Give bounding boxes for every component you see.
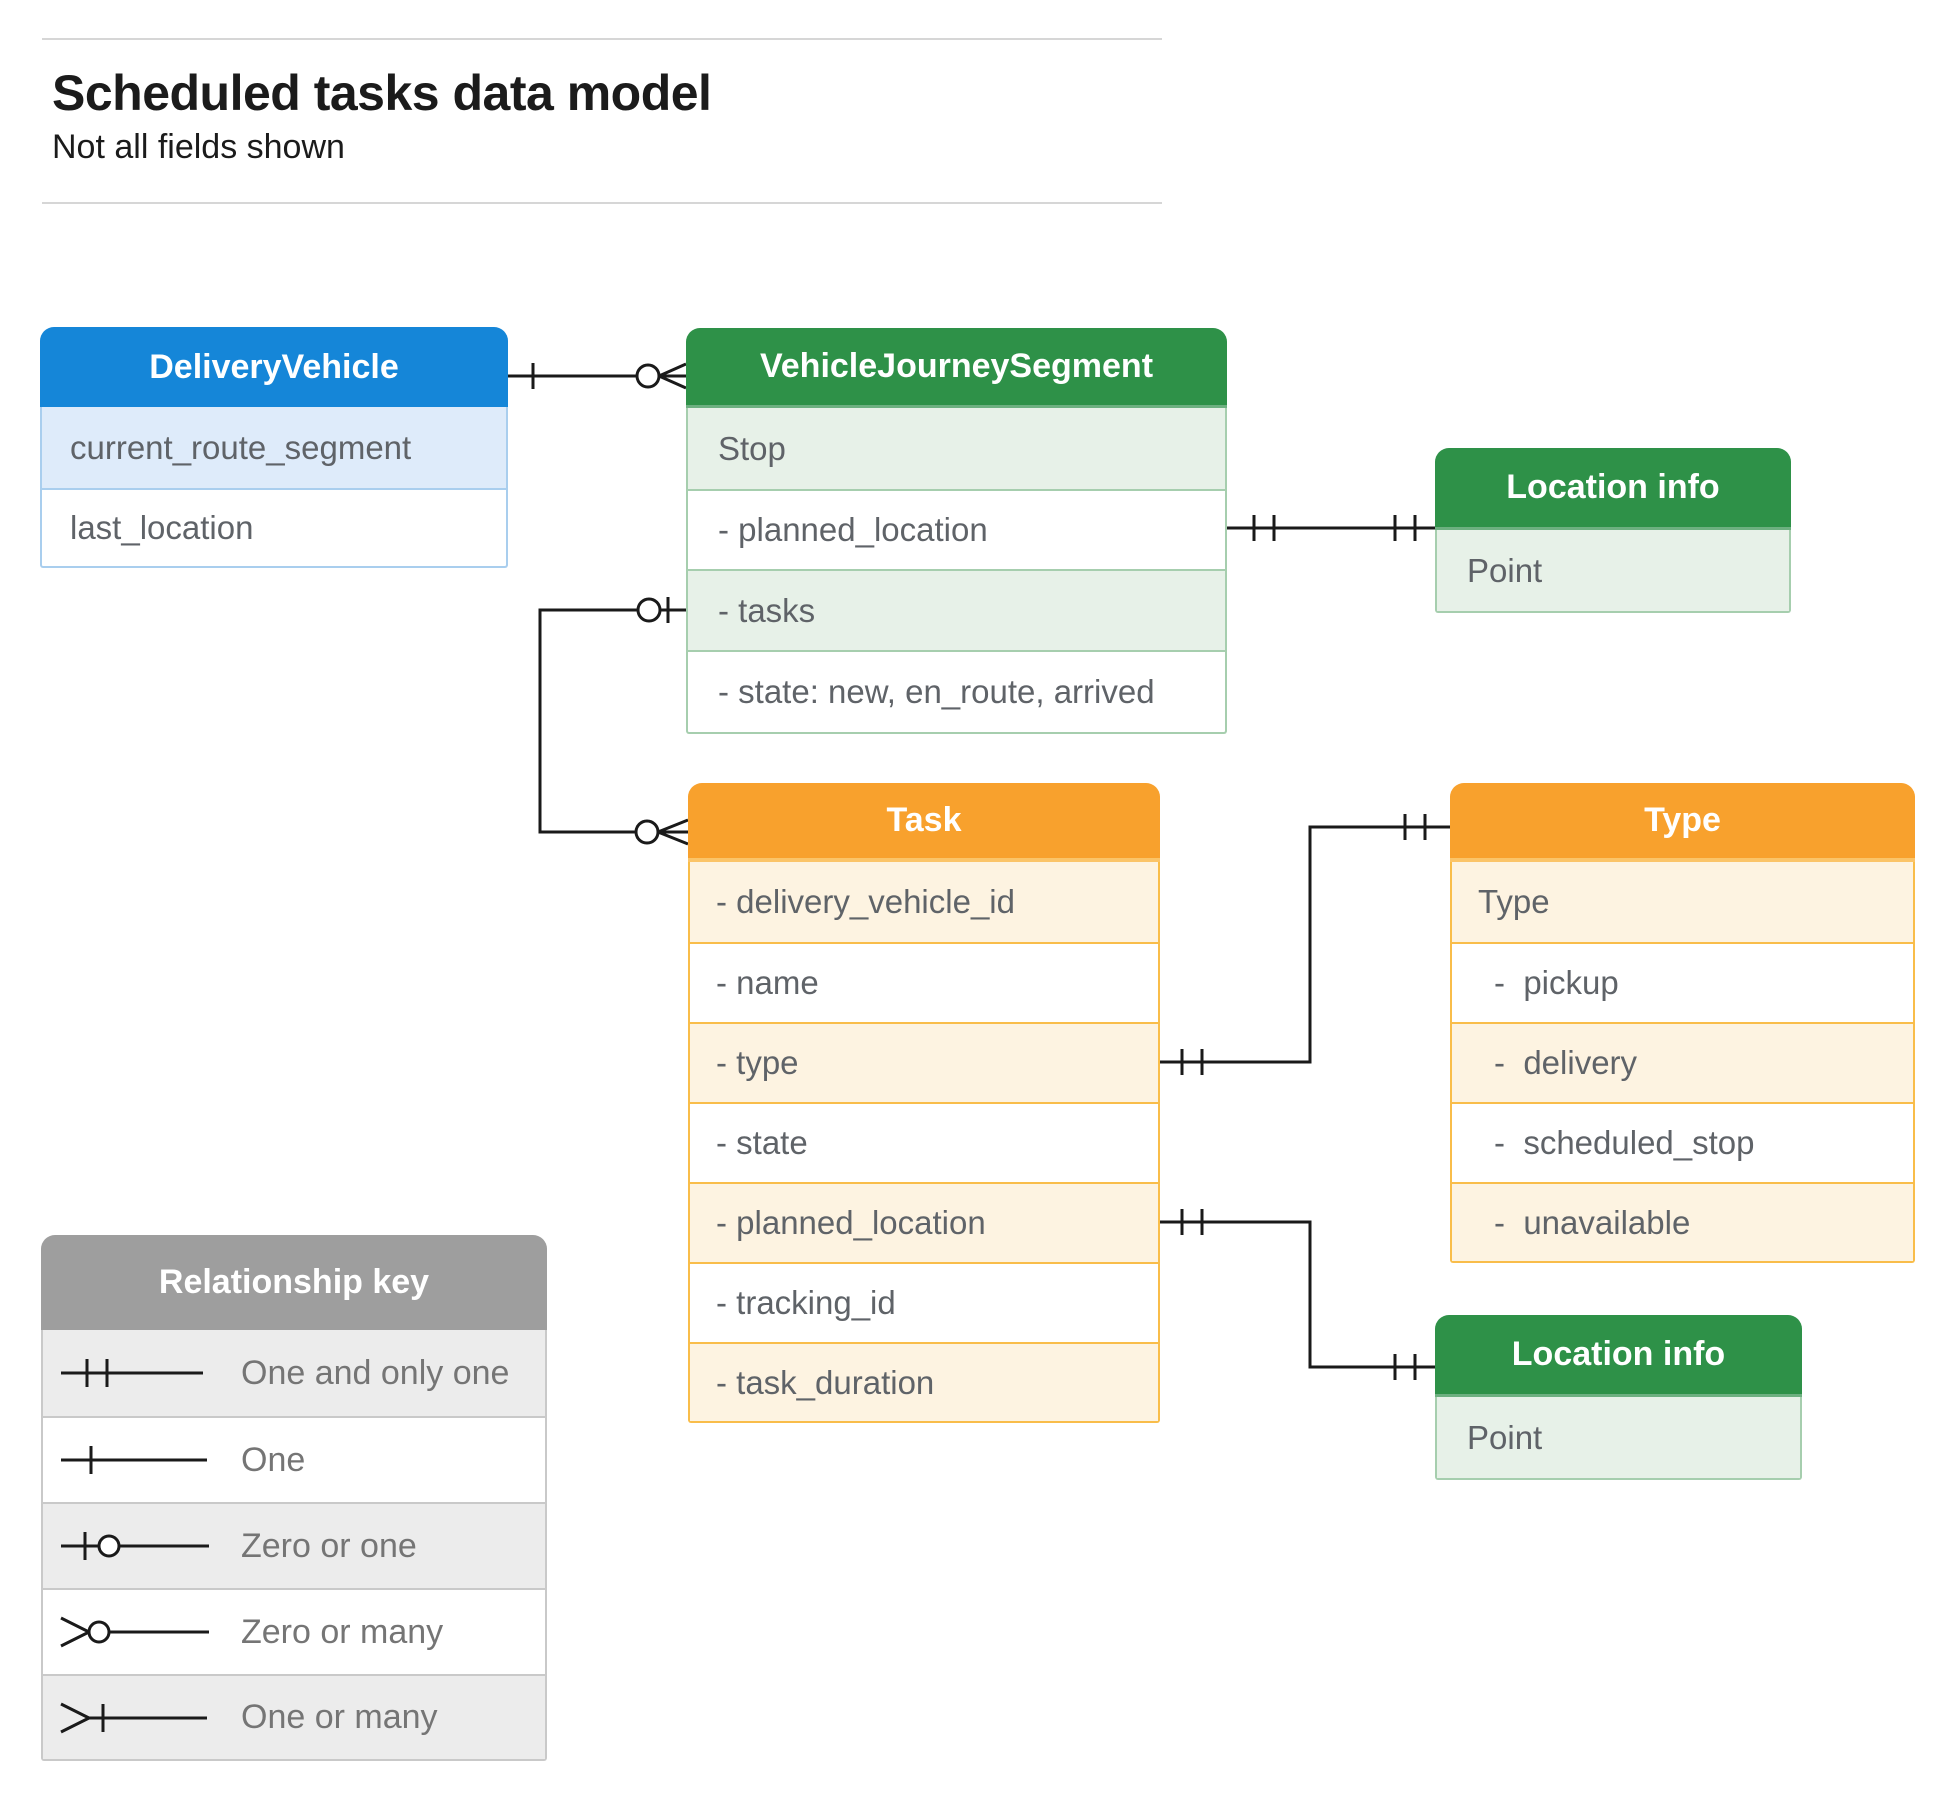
legend-item-one-or-many: One or many: [43, 1674, 545, 1759]
field-delivery-vehicle-id: - delivery_vehicle_id: [690, 862, 1158, 942]
page-subtitle: Not all fields shown: [52, 128, 345, 166]
entity-location-info-bottom: Location info Point: [1435, 1315, 1802, 1480]
legend-title: Relationship key: [41, 1235, 547, 1330]
field-point: Point: [1437, 1397, 1800, 1478]
entity-location-info-top: Location info Point: [1435, 448, 1791, 613]
entity-vehicle-journey-segment: VehicleJourneySegment Stop - planned_loc…: [686, 328, 1227, 734]
legend-label: Zero or many: [241, 1612, 444, 1651]
entity-header: Location info: [1435, 1315, 1802, 1397]
legend-item-zero-or-many: Zero or many: [43, 1588, 545, 1674]
field-planned-location: - planned_location: [688, 489, 1225, 569]
one-and-only-one-icon: [61, 1359, 203, 1387]
field-stop: Stop: [688, 408, 1225, 489]
one-icon: [61, 1446, 207, 1474]
field-state: - state: new, en_route, arrived: [688, 650, 1225, 732]
entity-delivery-vehicle: DeliveryVehicle current_route_segment la…: [40, 327, 508, 568]
field-tracking-id: - tracking_id: [690, 1262, 1158, 1342]
field-unavailable: - unavailable: [1452, 1182, 1913, 1261]
entity-task: Task - delivery_vehicle_id - name - type…: [688, 783, 1160, 1423]
entity-header: Type: [1450, 783, 1915, 862]
field-point: Point: [1437, 530, 1789, 611]
legend-item-one-and-only-one: One and only one: [43, 1330, 545, 1416]
legend-label: One and only one: [241, 1353, 510, 1392]
field-planned-location: - planned_location: [690, 1182, 1158, 1262]
field-state: - state: [690, 1102, 1158, 1182]
entity-header: VehicleJourneySegment: [686, 328, 1227, 408]
legend-label: One or many: [241, 1698, 438, 1736]
title-divider: [42, 202, 1162, 204]
field-type-label: Type: [1452, 862, 1913, 942]
field-type: - type: [690, 1022, 1158, 1102]
field-last-location: last_location: [42, 488, 506, 566]
page-title: Scheduled tasks data model: [52, 65, 712, 121]
field-current-route-segment: current_route_segment: [42, 407, 506, 488]
field-name: - name: [690, 942, 1158, 1022]
connector-deliveryvehicle-vehiclejourneysegment: [508, 362, 687, 390]
connector-task-type-type: [1160, 814, 1450, 1075]
entity-type: Type Type - pickup - delivery - schedule…: [1450, 783, 1915, 1263]
field-tasks: - tasks: [688, 569, 1225, 650]
entity-header: Task: [688, 783, 1160, 862]
entity-header: Location info: [1435, 448, 1791, 530]
one-or-many-icon: [60, 1702, 207, 1733]
field-scheduled-stop: - scheduled_stop: [1452, 1102, 1913, 1182]
connector-vjs-tasks-task: [538, 597, 689, 846]
top-divider: [42, 38, 1162, 40]
field-pickup: - pickup: [1452, 942, 1913, 1022]
zero-or-one-icon: [61, 1532, 209, 1560]
legend-label: One: [241, 1440, 306, 1479]
legend-item-zero-or-one: Zero or one: [43, 1502, 545, 1588]
legend-label: Zero or one: [241, 1526, 417, 1565]
field-delivery: - delivery: [1452, 1022, 1913, 1102]
connector-vjs-plannedlocation-locationinfo: [1227, 515, 1435, 541]
field-task-duration: - task_duration: [690, 1342, 1158, 1421]
legend-relationship-key: Relationship key One and only one One Ze…: [41, 1235, 547, 1761]
entity-header: DeliveryVehicle: [40, 327, 508, 407]
connector-task-plannedlocation-locationinfo: [1160, 1209, 1435, 1380]
legend-item-one: One: [43, 1416, 545, 1502]
zero-or-many-icon: [60, 1616, 209, 1648]
